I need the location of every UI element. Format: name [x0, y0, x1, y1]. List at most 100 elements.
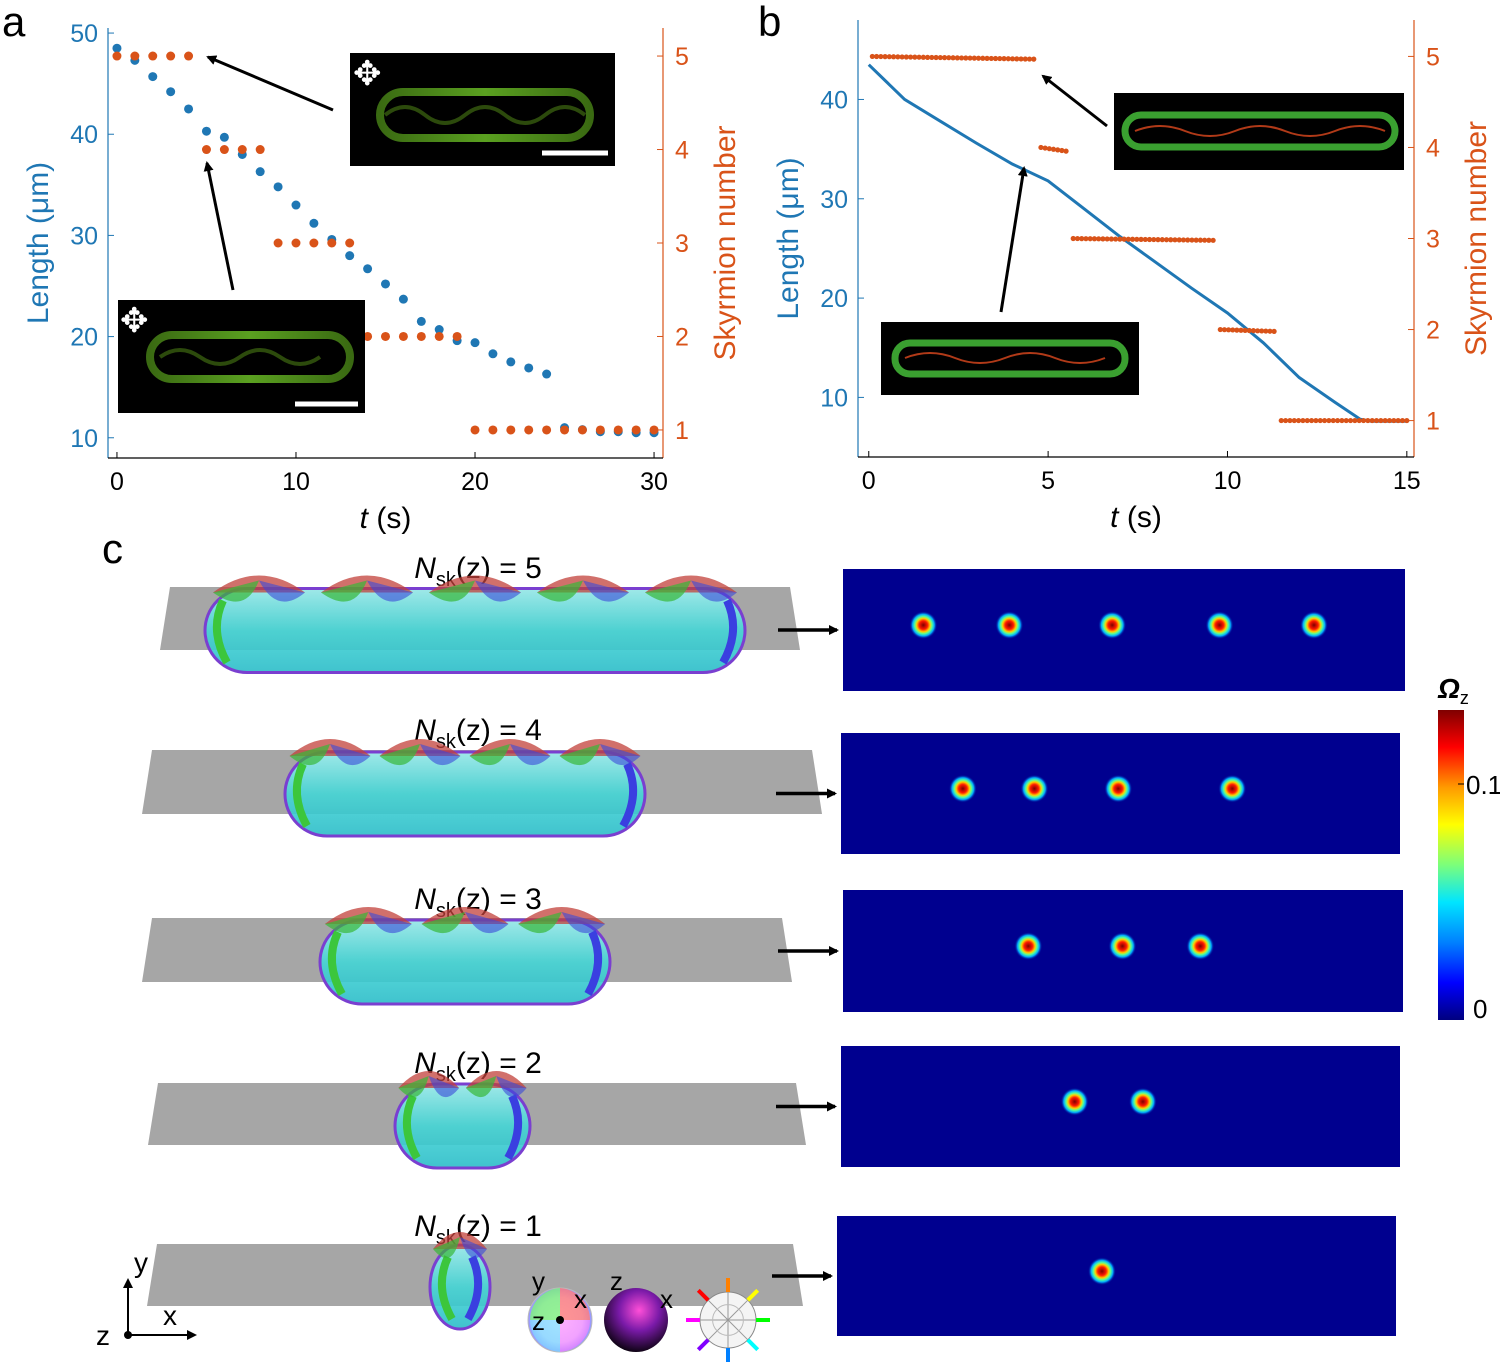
tube-end-left	[402, 1094, 421, 1160]
skyrmion-point	[1121, 236, 1127, 242]
skyrmion-point	[1287, 417, 1293, 424]
panel-c-row-1: Nsk(z) = 1	[147, 1210, 1396, 1336]
cusp-green	[433, 1237, 460, 1259]
skyrmion-point	[1172, 237, 1178, 243]
cusp-green	[398, 1076, 429, 1098]
y-tick-label-right: 3	[1426, 226, 1440, 254]
skyrmion-point	[327, 238, 337, 248]
cusp-blue	[428, 1076, 460, 1098]
skyrmion-point	[542, 425, 552, 435]
skyrmion-point	[933, 54, 939, 61]
panel-letter-b: b	[758, 0, 781, 45]
skyrmion-point	[1283, 417, 1289, 424]
cusp-blue	[420, 744, 461, 766]
length-point	[345, 251, 355, 261]
skyrmion-point	[1356, 417, 1362, 424]
skyrmion-point	[1185, 237, 1191, 243]
cusp-blue	[475, 580, 521, 602]
cusp-green	[469, 744, 510, 766]
skyrmion-point	[1159, 237, 1165, 243]
x-tick-label: 0	[110, 468, 124, 496]
length-point	[291, 200, 301, 210]
skyrmion-point	[1267, 328, 1273, 334]
skyrmion-point	[946, 55, 952, 61]
y-tick-label-left: 40	[70, 121, 98, 149]
skyrmion-point	[1343, 417, 1349, 424]
panel-c-row-3: Nsk(z) = 3	[142, 883, 1403, 1012]
skyrmion-point	[1117, 236, 1123, 242]
wheel-arrow	[746, 1338, 760, 1352]
density-peak	[1087, 1257, 1116, 1286]
length-point	[398, 294, 408, 304]
svg-text:✥: ✥	[120, 301, 149, 341]
y-tick-label-left: 20	[70, 324, 98, 352]
cusp-green	[421, 912, 465, 934]
length-line	[867, 63, 1407, 423]
wheel-arrow	[696, 1288, 710, 1302]
skyrmion-point	[886, 54, 892, 60]
density-peak	[1128, 1087, 1157, 1116]
length-point	[434, 325, 444, 335]
panel-letter-a: a	[2, 0, 26, 45]
skyrmion-point	[1360, 417, 1367, 424]
wheel-arrow	[746, 1288, 760, 1302]
skyrmion-point	[1059, 147, 1065, 154]
skyrmion-point	[1113, 236, 1119, 242]
skyrmion-point	[112, 51, 122, 61]
density-peak	[1299, 611, 1328, 640]
cusp-blue	[368, 912, 412, 934]
length-point	[219, 132, 229, 142]
panel-c-row-4: Nsk(z) = 4	[142, 714, 1400, 854]
wheel-spoke	[727, 1299, 749, 1321]
panel-c-row-5: Nsk(z) = 5	[160, 552, 1405, 691]
skyrmion-point	[1087, 236, 1093, 242]
skyrmion-point	[1308, 417, 1315, 424]
skyrmion-point	[1230, 327, 1236, 333]
density-peak	[948, 774, 977, 803]
tube-end-right	[719, 598, 738, 665]
skyrmion-point	[148, 51, 158, 61]
triad-x-label: x	[163, 1300, 177, 1331]
density-peak	[1108, 932, 1137, 961]
wheel-arrow	[696, 1338, 710, 1352]
panel-c-row-2: Nsk(z) = 2	[148, 1046, 1400, 1170]
y-axis-label-left: Length (μm)	[772, 157, 805, 319]
skyrmion-point	[1373, 417, 1380, 424]
cusp-blue	[496, 1076, 527, 1098]
wheel-spoke	[707, 1319, 729, 1341]
x-tick-label: 20	[461, 468, 489, 496]
skyrmion-point	[929, 54, 935, 61]
length-point	[381, 279, 390, 289]
skyrmion-point	[434, 331, 444, 341]
skyrmion-point	[916, 54, 922, 60]
skyrmion-point	[1313, 417, 1319, 424]
skyrmion-point	[1125, 236, 1131, 242]
skyrmion-tube	[320, 920, 610, 1004]
cusp-green	[518, 912, 562, 934]
cusp-green	[537, 580, 583, 602]
length-point	[166, 87, 176, 97]
skyrmion-point	[363, 331, 373, 341]
skyrmion-point	[184, 51, 194, 61]
skyrmion-point	[1300, 417, 1306, 424]
skyrmion-point	[201, 145, 211, 155]
tube-end-left	[437, 1255, 456, 1321]
colorbar-tick-0: 0	[1473, 994, 1487, 1024]
wheel-spoke	[707, 1299, 729, 1321]
y-tick-label-left: 30	[70, 222, 98, 250]
inset-b-bottom	[881, 322, 1139, 395]
skyrmion-point	[1321, 417, 1328, 424]
skyrmion-point	[1263, 328, 1269, 334]
skyrmion-point	[255, 145, 265, 155]
inset-a-top: ✥	[350, 53, 615, 166]
skyrmion-point	[1055, 147, 1061, 153]
skyrmion-point	[1104, 236, 1110, 242]
skyrmion-point	[1254, 328, 1261, 334]
skyrmion-point	[1225, 327, 1232, 333]
skyrmion-point	[1347, 417, 1354, 424]
length-point	[363, 264, 373, 274]
skyrmion-point	[1404, 417, 1410, 424]
skyrmion-point	[1202, 237, 1208, 243]
wheel-ring	[712, 1304, 744, 1336]
